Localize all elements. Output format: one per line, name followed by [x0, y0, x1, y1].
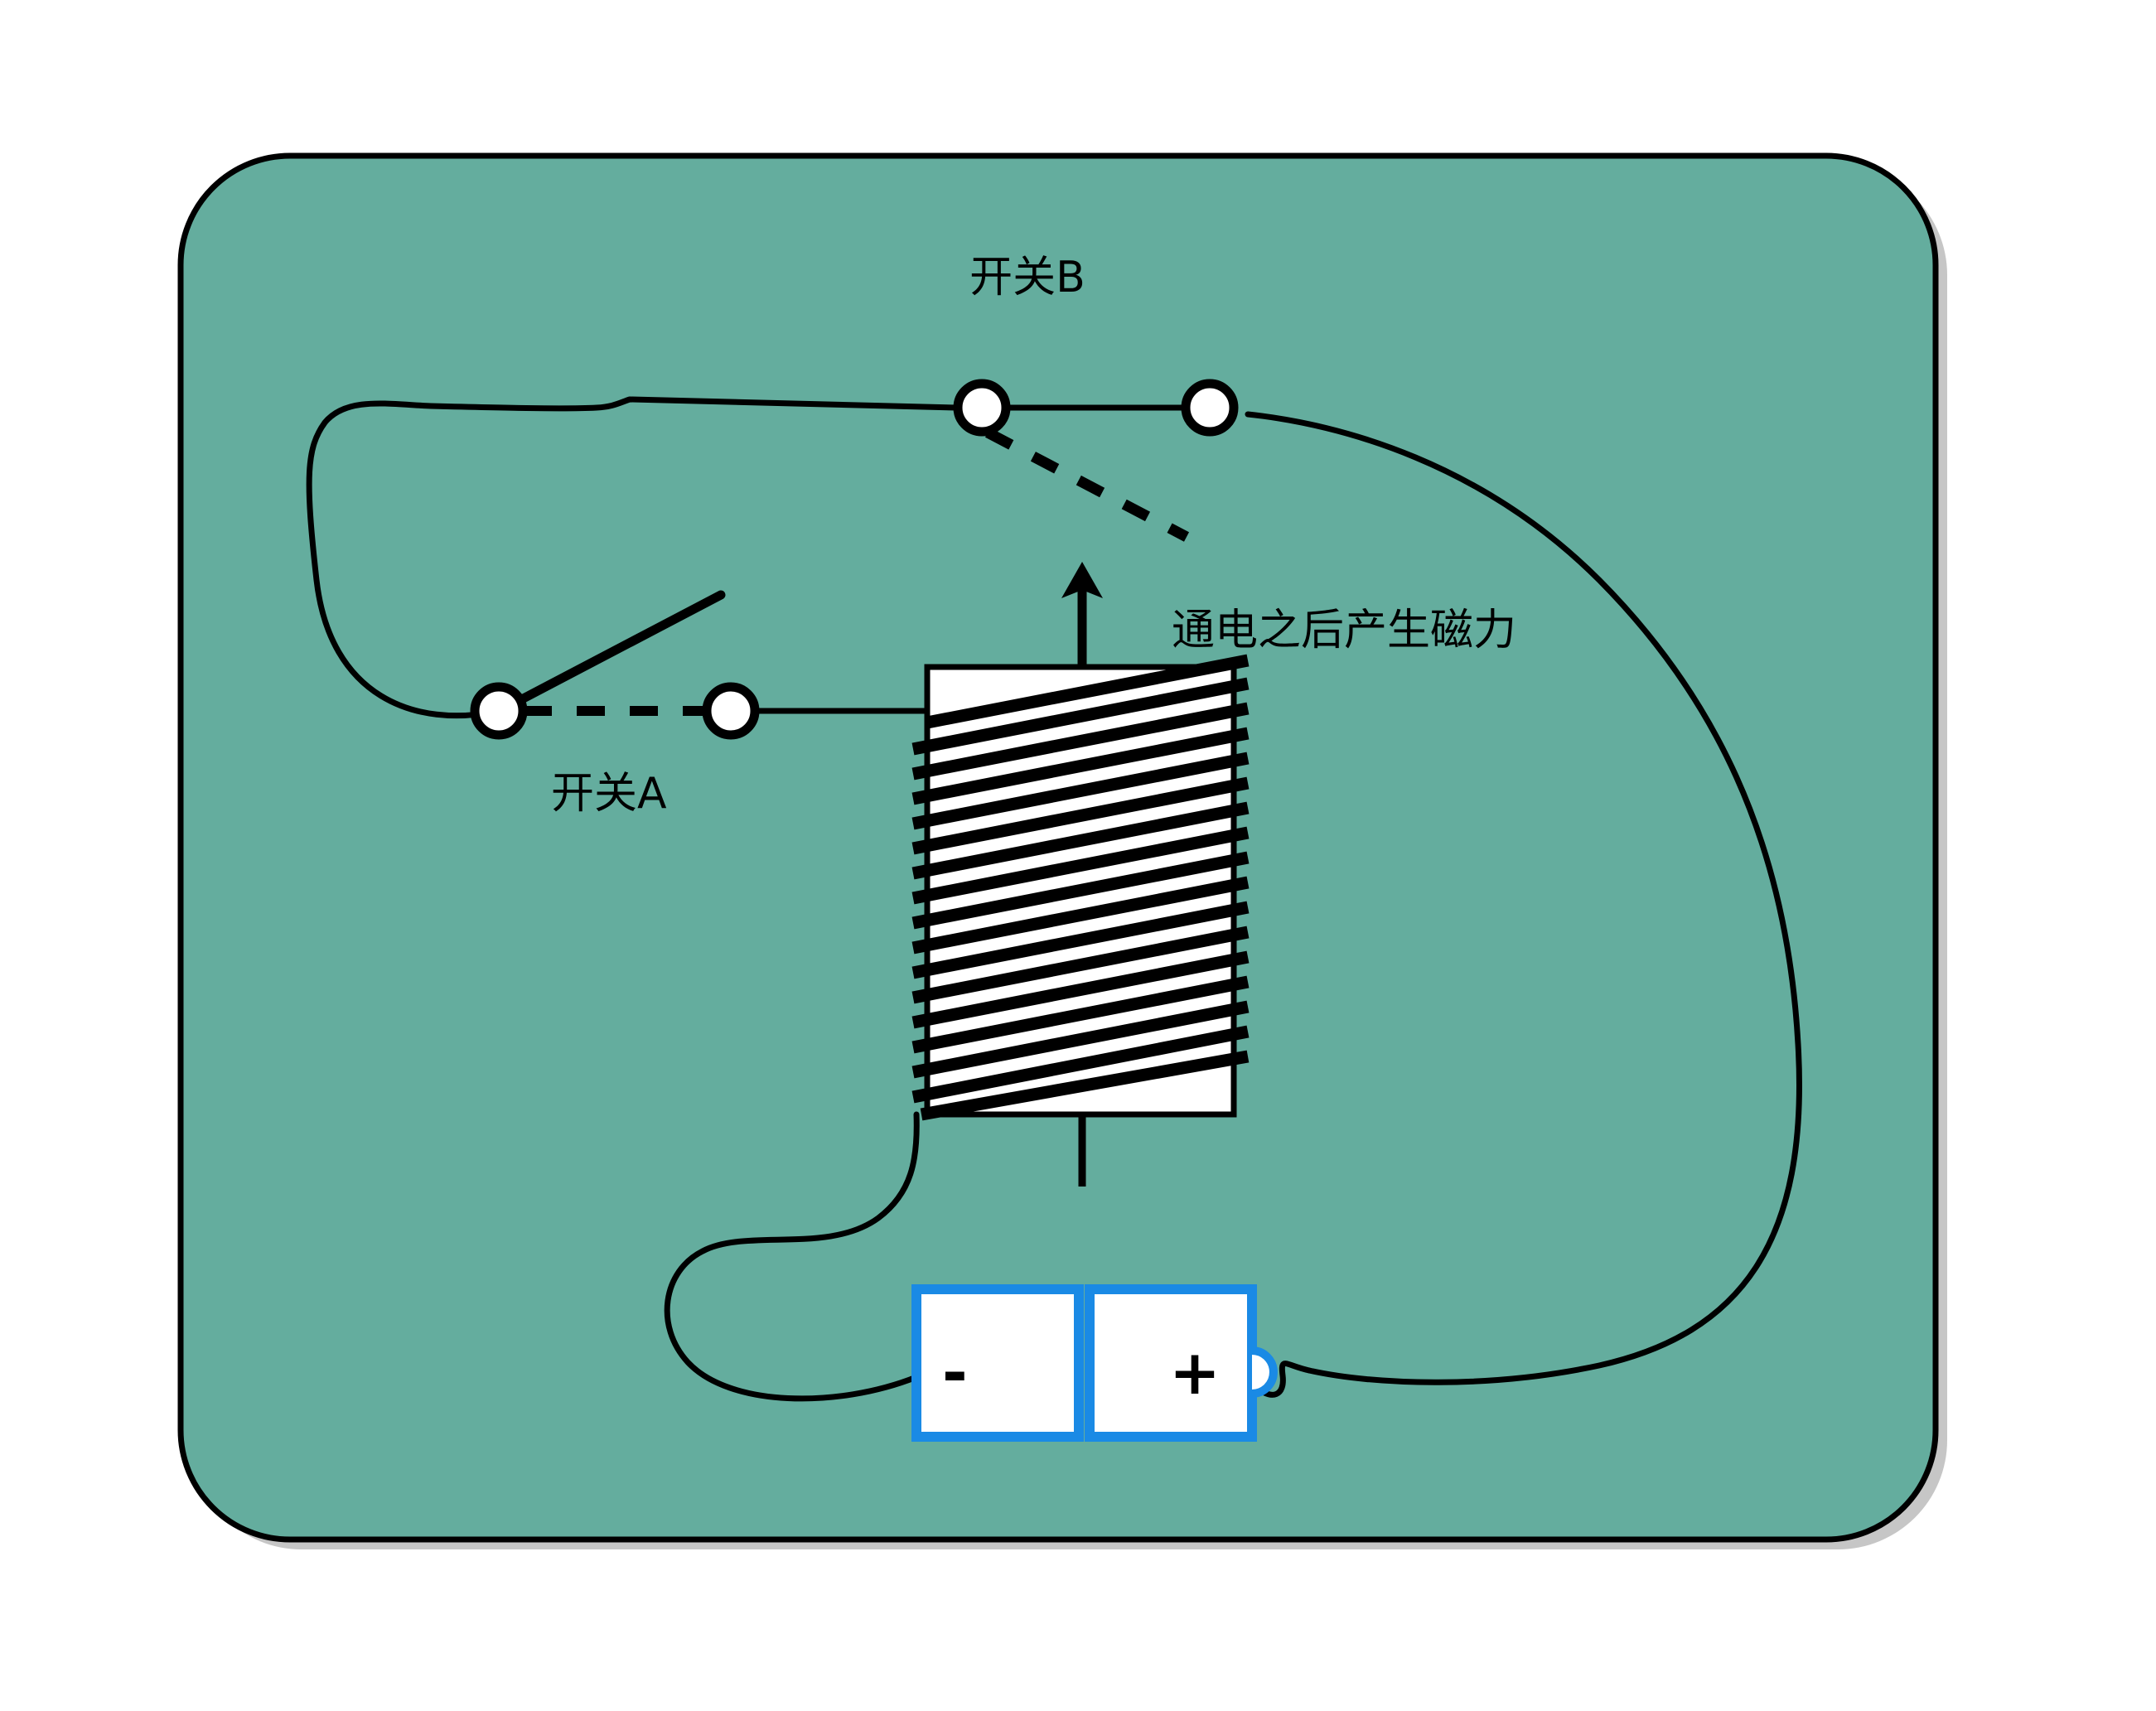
wire-group: [306, 396, 1802, 1402]
battery-cell-negative[interactable]: [911, 1284, 1084, 1442]
switch-b-actuator-dashed: [984, 428, 1190, 542]
switch-b-terminal-right[interactable]: [1181, 379, 1239, 437]
wire-right-loop: [1245, 411, 1802, 1385]
switch-b-label: 开关B: [969, 253, 1085, 302]
wire-plus-terminal-curl: [1250, 1361, 1312, 1398]
switch-b[interactable]: [953, 379, 1239, 542]
wire-coil-to-battery-minus: [664, 1111, 920, 1402]
battery[interactable]: - +: [911, 1284, 1278, 1442]
magnet-note-label: 通电之后产生磁力: [1172, 606, 1516, 655]
battery-positive-terminal-nub: [1251, 1346, 1278, 1398]
switch-a[interactable]: [470, 590, 760, 740]
magnetic-force-arrow: [1061, 562, 1103, 667]
coil-windings: [911, 654, 1250, 1121]
electromagnet-coil[interactable]: [911, 654, 1250, 1187]
switch-b-terminal-left[interactable]: [953, 379, 1011, 437]
switch-a-terminal-right[interactable]: [702, 682, 760, 740]
switch-a-lever[interactable]: [510, 590, 726, 708]
arrow-head-icon: [1061, 562, 1103, 598]
battery-negative-label: -: [942, 1337, 968, 1409]
switch-a-terminal-left[interactable]: [470, 682, 528, 740]
switch-a-label: 开关A: [551, 769, 667, 819]
battery-positive-label: +: [1169, 1337, 1221, 1409]
wire-left-loop: [306, 396, 960, 719]
